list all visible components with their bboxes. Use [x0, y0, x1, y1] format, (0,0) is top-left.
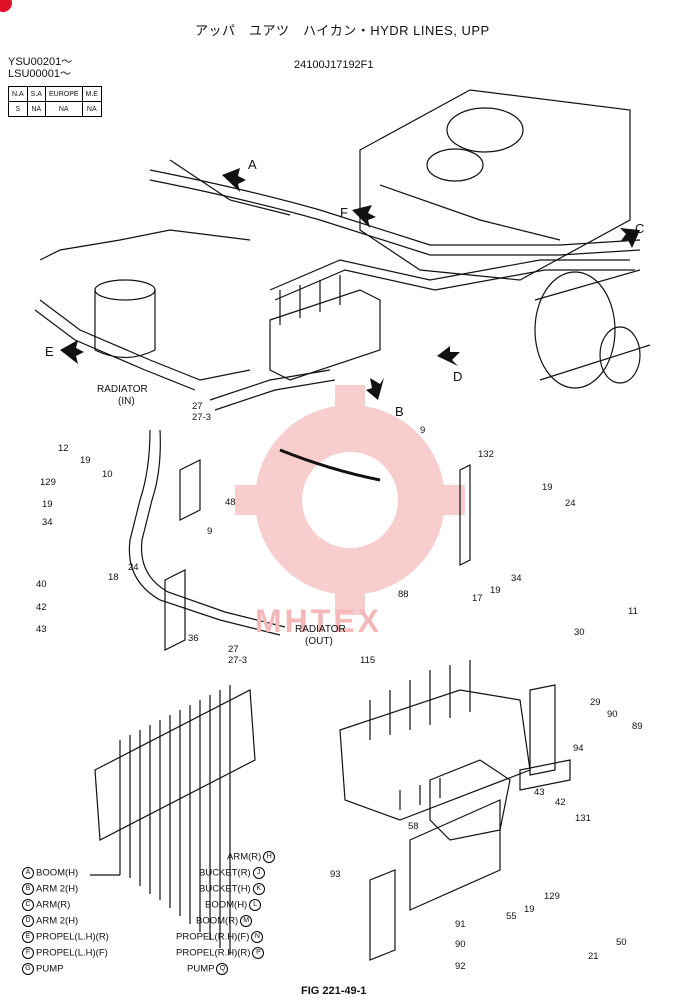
- callout-9: 9: [207, 526, 213, 537]
- legend-item: BUCKET(R)J: [199, 867, 267, 879]
- serial-2: LSU00001～: [8, 68, 71, 80]
- callout-30: 30: [574, 627, 585, 638]
- callout-19: 19: [42, 499, 53, 510]
- view-label-c: C: [635, 221, 645, 236]
- callout-21: 21: [588, 951, 599, 962]
- callout-9: 9: [420, 425, 426, 436]
- legend-item: ARM(R)H: [227, 851, 277, 863]
- region-header: M.E: [81, 86, 102, 102]
- view-label-f: F: [340, 205, 348, 220]
- region-value: NA: [26, 101, 46, 117]
- view-label-e: E: [45, 344, 54, 359]
- callout-43: 43: [534, 787, 545, 798]
- callout-88: 88: [398, 589, 409, 600]
- callout-50: 50: [616, 937, 627, 948]
- callout-90: 90: [607, 709, 618, 720]
- radiator-in-label: RADIATOR: [97, 384, 148, 395]
- region-table: N.A S.A EUROPE M.E S NA NA NA: [8, 86, 102, 117]
- callout-24: 24: [128, 562, 139, 573]
- callout-19: 19: [542, 482, 553, 493]
- callout-42: 42: [555, 797, 566, 808]
- callout-40: 40: [36, 579, 47, 590]
- callout-132: 132: [478, 449, 494, 460]
- watermark-gear: [235, 385, 465, 615]
- callout-43: 43: [36, 624, 47, 635]
- callout-17: 17: [472, 593, 483, 604]
- callout-89: 89: [632, 721, 643, 732]
- callout-29: 29: [590, 697, 601, 708]
- legend-item: PROPEL(R.H)(R)P: [176, 947, 266, 959]
- callout-36: 36: [188, 633, 199, 644]
- callout-42: 42: [36, 602, 47, 613]
- callout-129: 129: [40, 477, 56, 488]
- callout-91: 91: [455, 919, 466, 930]
- legend-item: BOOM(R)M: [196, 915, 254, 927]
- callout-27: 27: [228, 644, 239, 655]
- callout-34: 34: [511, 573, 522, 584]
- figure-number: FIG 221-49-1: [301, 985, 367, 997]
- callout-129: 129: [544, 891, 560, 902]
- callout-55: 55: [506, 911, 517, 922]
- serial-1: YSU00201～: [8, 56, 73, 68]
- callout-18: 18: [108, 572, 119, 583]
- callout-12: 12: [58, 443, 69, 454]
- callout-11: 11: [628, 606, 638, 617]
- watermark-text: MHTEX: [255, 603, 382, 639]
- callout-58: 58: [408, 821, 419, 832]
- region-value: NA: [81, 101, 102, 117]
- view-arrows: [60, 168, 640, 400]
- callout-92: 92: [455, 961, 466, 972]
- radiator-out-sub: (OUT): [305, 636, 333, 647]
- radiator-in-sub: (IN): [118, 396, 135, 407]
- callout-27: 27: [192, 401, 203, 412]
- legend-item: PROPEL(R.H)(F)N: [176, 931, 265, 943]
- callout-48: 48: [225, 497, 236, 508]
- page-title: アッパ ユアツ ハイカン・HYDR LINES, UPP: [195, 23, 490, 38]
- view-label-a: A: [248, 157, 257, 172]
- callout-131: 131: [575, 813, 591, 824]
- legend-item: BUCKET(H)K: [199, 883, 267, 895]
- callout-19: 19: [490, 585, 501, 596]
- callout-115: 115: [360, 655, 376, 666]
- callout-34: 34: [42, 517, 53, 528]
- view-label-b: B: [395, 404, 404, 419]
- radiator-out-label: RADIATOR: [295, 624, 346, 635]
- callout-93: 93: [330, 869, 341, 880]
- legend-item: BOOM(H)L: [205, 899, 263, 911]
- callout-19: 19: [524, 904, 535, 915]
- corner-badge: [0, 0, 12, 12]
- callout-94: 94: [573, 743, 584, 754]
- view-label-d: D: [453, 369, 463, 384]
- part-code: 24100J17192F1: [294, 59, 374, 71]
- callout-19: 19: [80, 455, 91, 466]
- callout-27-3: 27-3: [192, 412, 212, 423]
- callout-10: 10: [102, 469, 113, 480]
- callout-27-3: 27-3: [228, 655, 248, 666]
- callout-90: 90: [455, 939, 466, 950]
- callout-24: 24: [565, 498, 576, 509]
